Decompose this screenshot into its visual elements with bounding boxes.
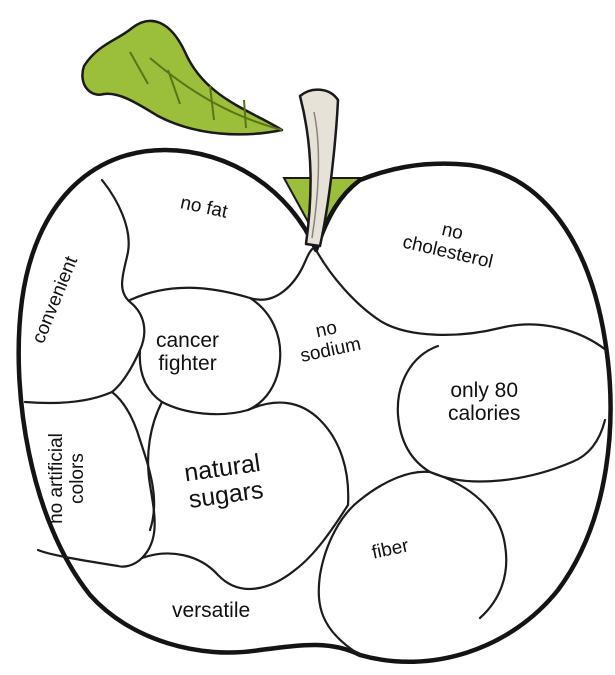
label-versatile: versatile [172,600,250,623]
leaf-icon [82,21,282,134]
